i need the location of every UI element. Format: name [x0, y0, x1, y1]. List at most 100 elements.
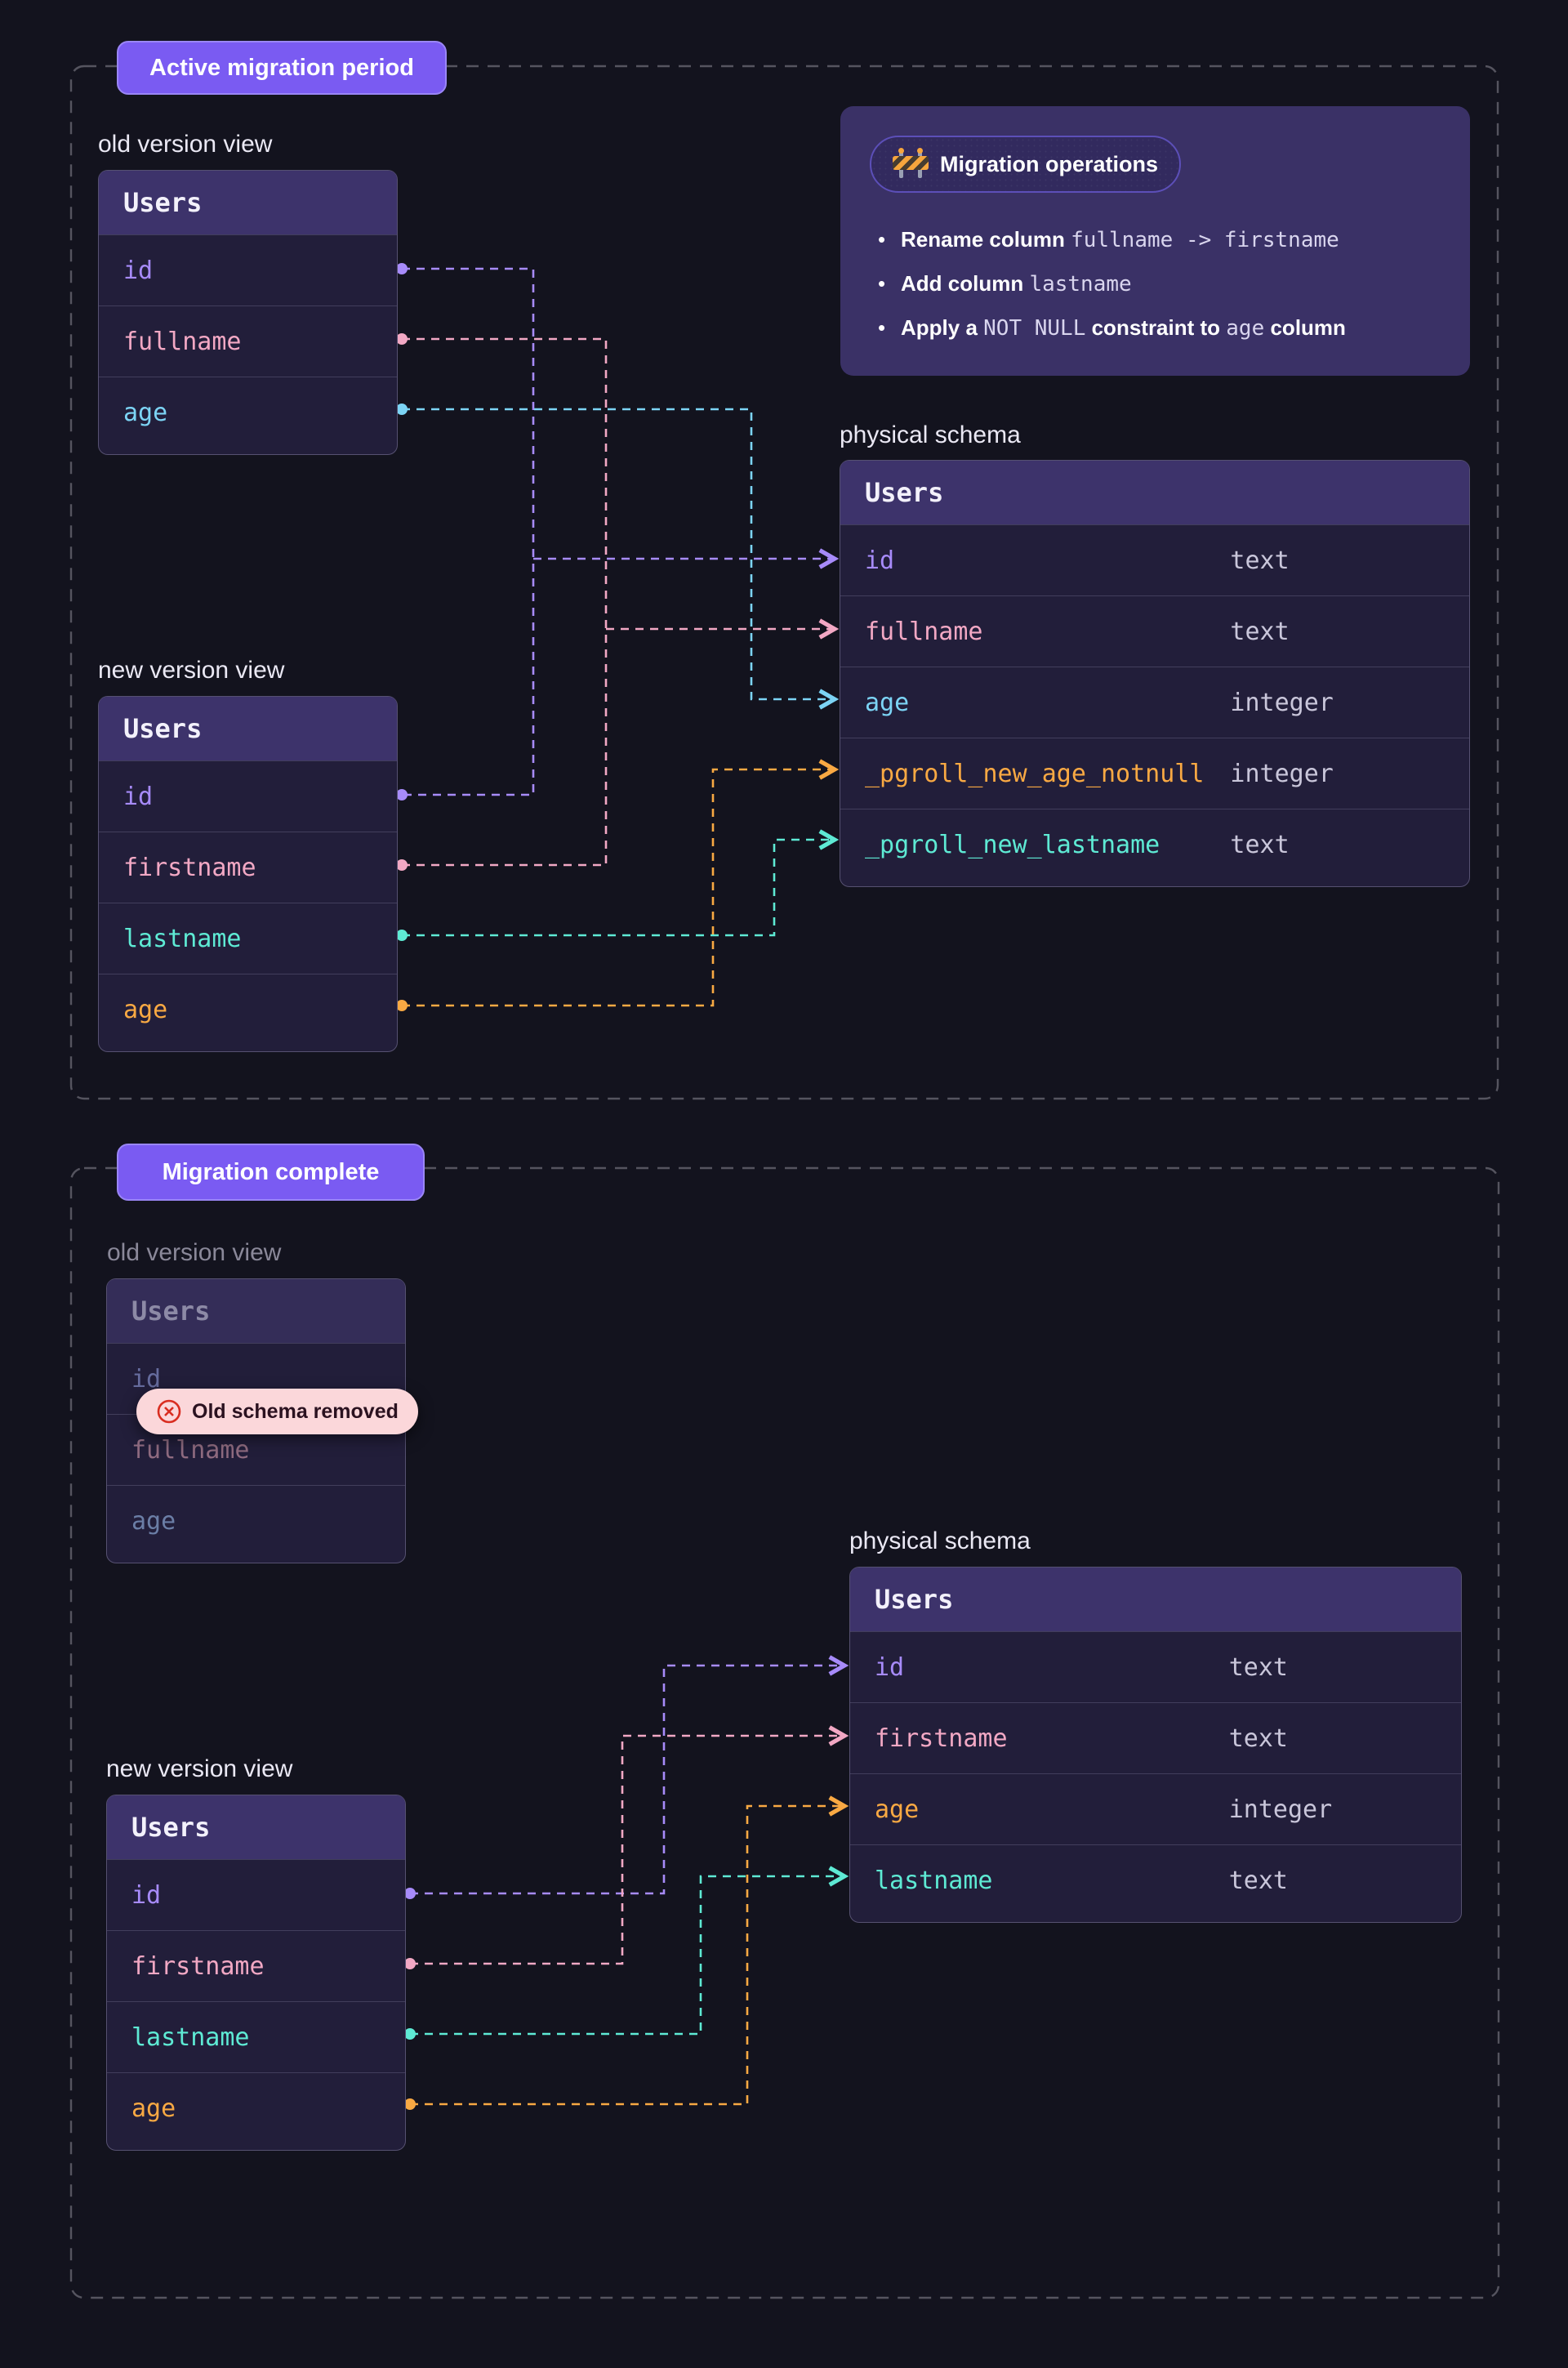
- active-migration-badge-label: Active migration period: [149, 54, 414, 81]
- table-row: age: [99, 377, 397, 448]
- table-row: age: [107, 2072, 405, 2143]
- dot-new-id: [396, 789, 408, 800]
- column-name: id: [131, 1880, 162, 1910]
- physical-schema-label-complete: physical schema: [849, 1527, 1031, 1554]
- column-type: integer: [1228, 1795, 1333, 1824]
- column-name: lastname: [123, 924, 242, 953]
- column-name: id: [865, 546, 895, 575]
- column-name: _pgroll_new_lastname: [865, 830, 1160, 859]
- circle-x-icon: [157, 1399, 181, 1424]
- table-row: firstname text: [850, 1702, 1461, 1773]
- table-row: age integer: [850, 1773, 1461, 1844]
- column-name: age: [875, 1795, 920, 1824]
- old-schema-removed-label: Old schema removed: [192, 1399, 399, 1423]
- column-name: age: [123, 398, 168, 427]
- complete-new-view-table: Users id firstname lastname age: [106, 1795, 406, 2151]
- operation-text: constraint to: [1085, 315, 1227, 340]
- dot-old-age: [396, 404, 408, 415]
- operation-code: lastname: [1029, 272, 1132, 297]
- migration-operations-pill: Migration operations: [870, 136, 1182, 193]
- migration-complete-badge-label: Migration complete: [162, 1158, 380, 1185]
- column-name: age: [131, 2094, 176, 2123]
- table-row: age: [107, 1485, 405, 1556]
- wire2-id: [410, 1655, 849, 1895]
- operation-text: Add column: [901, 271, 1030, 296]
- dot2-age: [404, 2098, 416, 2110]
- column-name: age: [123, 995, 168, 1024]
- operation-item: Apply a NOT NULL constraint to age colum…: [878, 315, 1346, 341]
- table-row: firstname: [99, 832, 397, 903]
- old-version-view-label: old version view: [98, 131, 273, 158]
- operation-code: age: [1226, 316, 1265, 341]
- wire-new-age-to-physical: [402, 759, 840, 1007]
- operation-text: Apply a: [901, 315, 984, 340]
- table-title: Users: [840, 461, 1469, 524]
- migration-operations-panel: Migration operations Rename column fulln…: [840, 106, 1470, 376]
- migration-operations-title: Migration operations: [940, 151, 1159, 176]
- operation-code: NOT NULL: [983, 316, 1086, 341]
- new-version-view-label: new version view: [98, 657, 285, 684]
- table-row: id: [107, 1859, 405, 1930]
- column-name: _pgroll_new_age_notnull: [865, 759, 1205, 788]
- wire-old-age-to-physical: [402, 408, 840, 710]
- table-row: firstname: [107, 1930, 405, 2001]
- operation-item: Rename column fullname -> firstname: [878, 227, 1339, 252]
- column-name: firstname: [123, 853, 256, 882]
- column-type: text: [1228, 1724, 1288, 1753]
- column-type: integer: [1230, 688, 1334, 717]
- dot2-lastname: [404, 2028, 416, 2040]
- dot-old-id: [396, 263, 408, 274]
- wire2-lastname: [410, 1866, 849, 2036]
- table-row: age: [99, 974, 397, 1045]
- old-version-view-label-complete: old version view: [107, 1239, 282, 1266]
- dot-new-lastname: [396, 930, 408, 941]
- column-name: id: [123, 256, 154, 285]
- wire-fullname-views: [402, 337, 608, 867]
- column-name: firstname: [875, 1724, 1008, 1753]
- table-row: _pgroll_new_age_notnull integer: [840, 738, 1469, 809]
- dot-new-age: [396, 1000, 408, 1011]
- table-title: Users: [850, 1568, 1461, 1631]
- active-migration-badge: Active migration period: [117, 41, 447, 95]
- migration-complete-badge: Migration complete: [117, 1144, 425, 1201]
- wire2-age: [410, 1795, 849, 2106]
- column-type: integer: [1230, 759, 1334, 788]
- table-title: Users: [107, 1795, 405, 1859]
- table-row: id text: [840, 524, 1469, 595]
- new-version-view-label-complete: new version view: [106, 1755, 293, 1782]
- physical-schema-label: physical schema: [840, 421, 1021, 448]
- column-type: text: [1228, 1866, 1288, 1895]
- active-new-view-table: Users id firstname lastname age: [98, 696, 398, 1052]
- column-type: text: [1230, 546, 1290, 575]
- table-row: id: [99, 234, 397, 305]
- column-name: fullname: [123, 327, 242, 356]
- dot-new-firstname: [396, 859, 408, 871]
- table-row: fullname: [99, 305, 397, 377]
- table-row: lastname text: [850, 1844, 1461, 1915]
- operation-text: Rename column: [901, 227, 1071, 252]
- wire-id-views: [402, 267, 535, 796]
- operation-item: Add column lastname: [878, 271, 1132, 297]
- table-row: lastname: [107, 2001, 405, 2072]
- old-schema-removed-badge: Old schema removed: [136, 1389, 418, 1434]
- table-row: age integer: [840, 667, 1469, 738]
- wire-lastname-to-physical: [402, 829, 840, 937]
- dot-old-fullname: [396, 333, 408, 345]
- column-name: firstname: [131, 1951, 265, 1981]
- column-name: id: [123, 782, 154, 811]
- operation-text: column: [1264, 315, 1346, 340]
- table-title: Users: [99, 697, 397, 760]
- dot2-id: [404, 1888, 416, 1899]
- table-row: _pgroll_new_lastname text: [840, 809, 1469, 880]
- column-name: age: [865, 688, 910, 717]
- column-name: age: [131, 1506, 176, 1536]
- column-name: lastname: [131, 2022, 250, 2052]
- column-name: fullname: [131, 1435, 250, 1465]
- column-type: text: [1230, 830, 1290, 859]
- column-name: lastname: [875, 1866, 993, 1895]
